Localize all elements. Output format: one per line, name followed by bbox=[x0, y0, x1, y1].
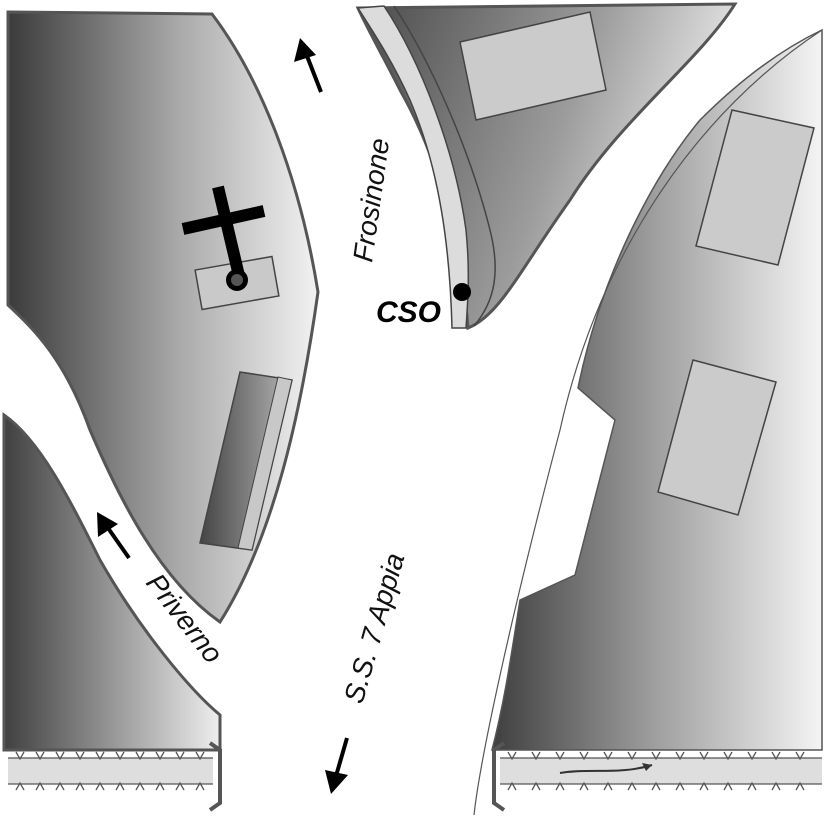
label-appia: S.S. 7 Appia bbox=[338, 549, 410, 706]
label-frosinone: Frosinone bbox=[347, 136, 395, 264]
arrow-icon-frosinone bbox=[294, 38, 323, 93]
water-flow-arrow-icon bbox=[559, 764, 653, 774]
bridge-left bbox=[8, 741, 222, 812]
block-right bbox=[491, 28, 823, 751]
arrow-icon-appia bbox=[325, 737, 349, 794]
long-building bbox=[199, 371, 293, 551]
church-cross-icon bbox=[181, 185, 266, 291]
cso-marker bbox=[453, 283, 471, 301]
bridge-right bbox=[492, 741, 822, 812]
cso-label: CSO bbox=[376, 296, 441, 329]
block-bottom-left bbox=[2, 412, 222, 752]
road-edge-line bbox=[473, 29, 823, 816]
arrow-icon-priverno bbox=[97, 512, 131, 560]
